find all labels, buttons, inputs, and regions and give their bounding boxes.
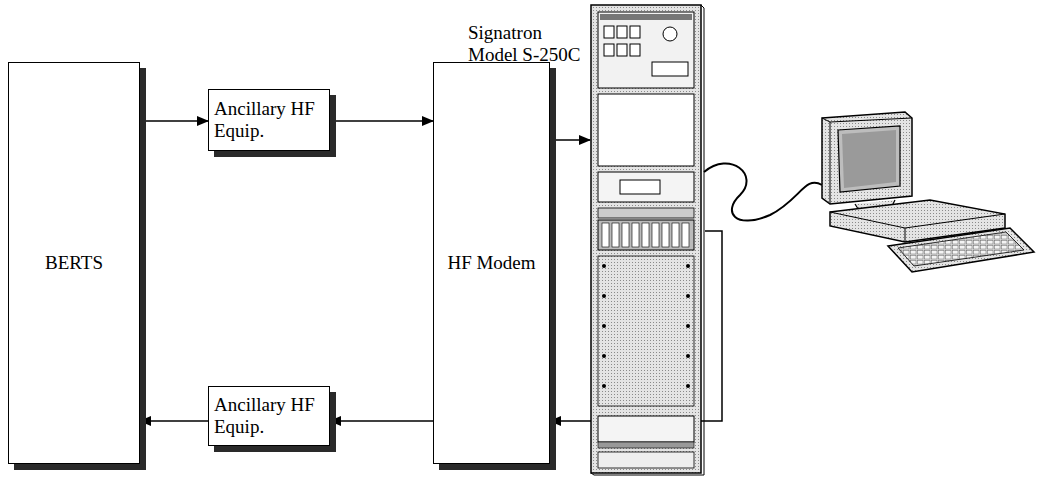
signal-arrow (330, 420, 433, 422)
equipment-box: Ancillary HF Equip. (208, 89, 330, 151)
box-label: Ancillary HF Equip. (214, 394, 324, 438)
equipment-box: Ancillary HF Equip. (208, 386, 330, 446)
keyboard (888, 228, 1034, 272)
signal-arrow (140, 120, 208, 122)
box-label: Ancillary HF Equip. (214, 98, 324, 142)
equipment-box: BERTS (8, 62, 140, 464)
cable (704, 163, 822, 220)
channel-simulator-rack: Signatron Model S-250C (590, 4, 705, 476)
monitor (822, 112, 912, 212)
modem-box: HF Modem (433, 62, 550, 464)
signal-arrow (550, 139, 590, 141)
equipment-label: Signatron Model S-250C (468, 22, 586, 66)
signal-arrow (330, 120, 433, 122)
box-label: HF Modem (447, 252, 535, 274)
box-label: BERTS (45, 252, 103, 274)
signal-arrow (140, 420, 208, 422)
